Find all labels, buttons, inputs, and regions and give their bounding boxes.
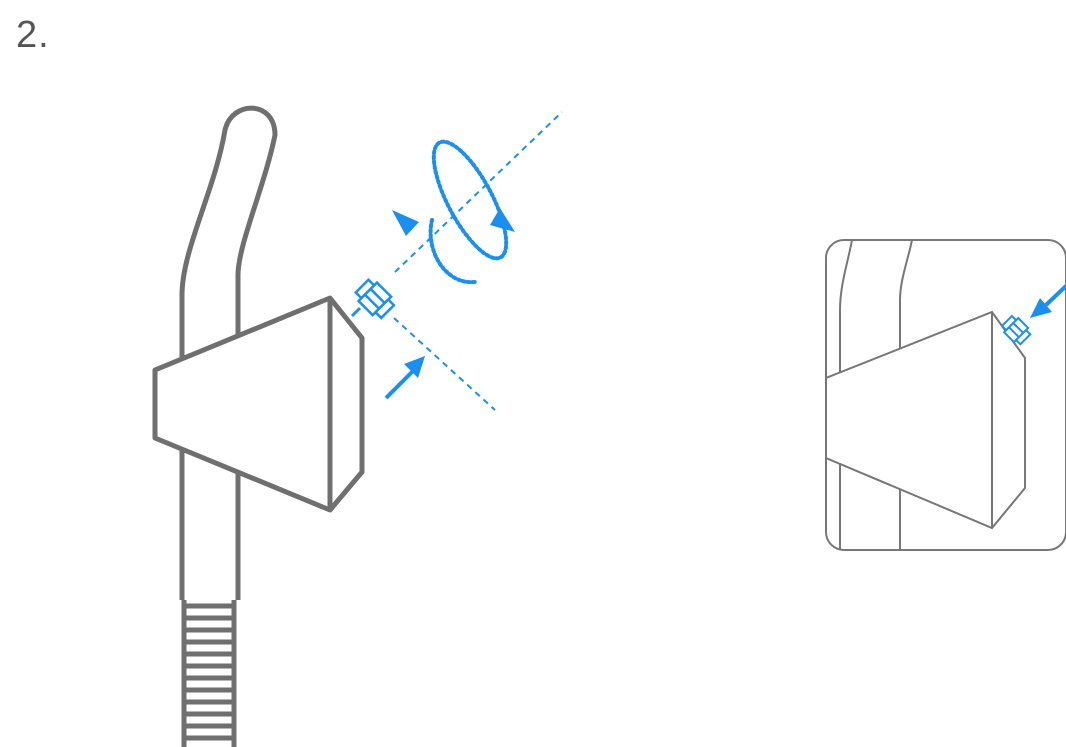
bolt-icon xyxy=(353,277,396,320)
clamp-block xyxy=(152,295,365,513)
step-number: 2. xyxy=(16,14,50,56)
detail-inset xyxy=(825,239,1066,551)
rotation-arrow-head-top xyxy=(392,210,419,236)
bolt-axis-line xyxy=(394,111,563,273)
insert-guide-line xyxy=(393,317,496,411)
ribbed-grip xyxy=(181,600,237,747)
pipe-handle xyxy=(179,105,278,600)
inset-pipe-left-outer xyxy=(839,240,853,550)
bolt-shaft xyxy=(350,306,362,318)
arrow-up-right-icon xyxy=(384,356,425,400)
rotation-arrow-icon xyxy=(428,139,509,285)
inset-bolt-icon xyxy=(1000,314,1032,346)
pipe-outline xyxy=(179,105,278,600)
inset-pipe-left-inner xyxy=(899,240,913,550)
rotation-arrow-head-right xyxy=(490,208,515,232)
main-view xyxy=(152,105,563,747)
arrow-down-left-icon xyxy=(1030,284,1066,318)
